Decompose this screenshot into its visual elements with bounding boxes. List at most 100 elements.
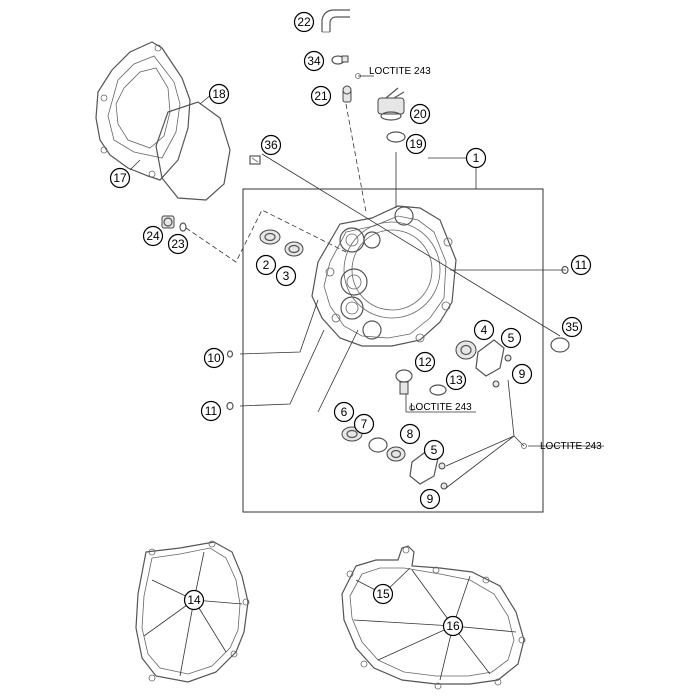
svg-text:1: 1	[473, 151, 480, 165]
washer-23-part	[179, 222, 187, 232]
gasket-16-spokes	[353, 567, 517, 681]
cover-5-upper-part	[475, 339, 505, 377]
svg-text:24: 24	[146, 229, 160, 243]
dowel-11-lower-part	[226, 401, 234, 411]
callout-17: 17	[109, 167, 131, 189]
loctite-dot-2	[409, 405, 415, 411]
svg-text:19: 19	[409, 137, 423, 151]
callout-3: 3	[275, 265, 297, 287]
callout-4: 4	[473, 319, 495, 341]
svg-text:12: 12	[418, 355, 432, 369]
sensor-24-part	[161, 215, 175, 229]
svg-text:34: 34	[307, 54, 321, 68]
callout-14: 14	[183, 589, 205, 611]
screw-9-upper-b	[492, 380, 500, 388]
callout-11-right: 11	[570, 254, 592, 276]
callout-2: 2	[255, 254, 277, 276]
assembly-frame	[242, 188, 544, 513]
callout-9-upper: 9	[511, 363, 533, 385]
seal-3-part	[284, 241, 304, 257]
callout-16: 16	[442, 615, 464, 637]
loctite-note-2: LOCTITE 243	[410, 402, 472, 413]
loctite-note-3: LOCTITE 243	[540, 441, 602, 452]
callout-1: 1	[465, 147, 487, 169]
svg-text:36: 36	[264, 138, 278, 152]
bearing-4-part	[455, 340, 477, 360]
callout-8: 8	[399, 423, 421, 445]
gasket-15-16-part	[341, 545, 526, 690]
clutch-cover-housing-part	[311, 205, 457, 347]
svg-text:7: 7	[361, 417, 368, 431]
svg-text:18: 18	[212, 87, 226, 101]
svg-text:9: 9	[427, 492, 434, 506]
seal-2-part	[259, 229, 281, 245]
screw-9-lower	[438, 462, 446, 470]
callout-19: 19	[405, 133, 427, 155]
callout-7: 7	[353, 413, 375, 435]
callout-18: 18	[208, 83, 230, 105]
svg-text:8: 8	[407, 427, 414, 441]
callout-12: 12	[414, 351, 436, 373]
svg-text:22: 22	[297, 15, 311, 29]
callout-15: 15	[372, 583, 394, 605]
o-ring-19-part	[386, 131, 406, 143]
callout-20: 20	[409, 103, 431, 125]
callout-9-lower: 9	[419, 488, 441, 510]
svg-text:17: 17	[113, 171, 127, 185]
outer-clutch-cover-part	[95, 41, 191, 181]
leader-23	[185, 209, 347, 263]
svg-text:9: 9	[519, 367, 526, 381]
screw-9-lower-b	[440, 482, 448, 490]
svg-text:35: 35	[565, 320, 579, 334]
svg-text:3: 3	[283, 269, 290, 283]
screw-9-upper	[504, 354, 512, 362]
callout-22: 22	[293, 11, 315, 33]
callout-21: 21	[310, 85, 332, 107]
leader-lines	[129, 75, 604, 489]
clip-36-part	[249, 155, 261, 165]
loctite-note-1: LOCTITE 243	[369, 66, 431, 77]
svg-text:5: 5	[508, 331, 515, 345]
filler-plug-part	[377, 87, 405, 121]
callout-6: 6	[333, 401, 355, 423]
ring-7-part	[368, 437, 388, 453]
gasket-14-spokes	[143, 551, 243, 677]
svg-text:20: 20	[413, 107, 427, 121]
leader-21	[345, 103, 367, 213]
svg-text:11: 11	[575, 258, 588, 272]
callout-5-upper: 5	[500, 327, 522, 349]
callout-5-lower: 5	[423, 439, 445, 461]
loctite-dot-3	[521, 443, 527, 449]
svg-text:6: 6	[341, 405, 348, 419]
svg-text:10: 10	[207, 351, 221, 365]
svg-text:11: 11	[205, 404, 218, 418]
cover-gasket-part	[155, 101, 231, 201]
svg-text:2: 2	[263, 258, 270, 272]
gasket-14-part	[135, 540, 250, 683]
callout-36: 36	[260, 134, 282, 156]
svg-text:13: 13	[449, 373, 463, 387]
o-ring-13-part	[429, 384, 447, 396]
svg-text:23: 23	[171, 237, 185, 251]
callout-24: 24	[142, 225, 164, 247]
screen-12-part	[395, 369, 413, 395]
svg-text:14: 14	[187, 593, 201, 607]
seal-8-part	[386, 446, 406, 462]
hose-part	[321, 9, 350, 33]
svg-text:16: 16	[446, 619, 460, 633]
screw-21-part	[342, 85, 352, 103]
callout-13: 13	[445, 369, 467, 391]
hose-clamp-part	[331, 55, 349, 65]
o-ring-35-part	[550, 337, 570, 353]
callout-10: 10	[203, 347, 225, 369]
dowel-10-part	[226, 350, 234, 358]
svg-text:4: 4	[481, 323, 488, 337]
svg-text:21: 21	[314, 89, 328, 103]
callout-34: 34	[303, 50, 325, 72]
callout-23: 23	[167, 233, 189, 255]
svg-text:15: 15	[376, 587, 390, 601]
callout-11-left: 11	[200, 400, 222, 422]
svg-text:5: 5	[431, 443, 438, 457]
callout-35: 35	[561, 316, 583, 338]
